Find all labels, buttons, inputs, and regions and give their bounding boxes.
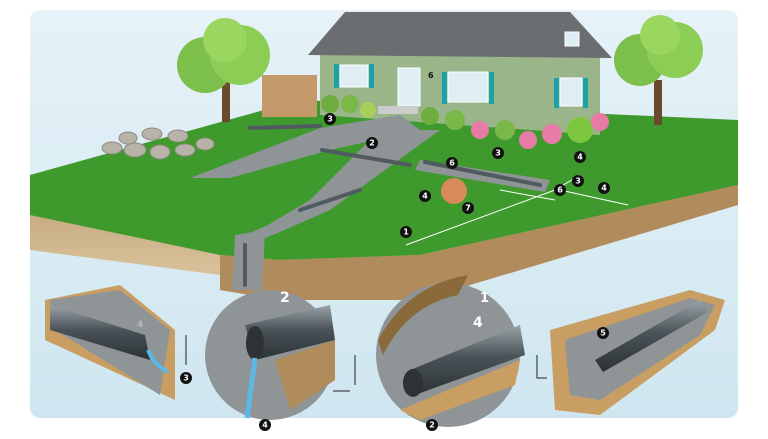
svg-text:2: 2 (429, 421, 435, 430)
inset-label: 1 (480, 291, 489, 306)
inset-2 (205, 290, 335, 420)
svg-text:3: 3 (495, 149, 501, 158)
yard-marker: 4 (574, 151, 586, 163)
tree-left (177, 18, 270, 122)
svg-text:3: 3 (327, 115, 333, 124)
inset-marker: 5 (597, 327, 609, 339)
house (308, 12, 612, 135)
yard-marker: 3 (572, 175, 584, 187)
trench-soil (220, 185, 738, 300)
house-number: 6 (428, 71, 434, 80)
svg-text:3: 3 (183, 374, 189, 383)
svg-text:7: 7 (465, 204, 471, 213)
rock-pile (101, 127, 215, 160)
arrows (185, 335, 547, 392)
inset-marker: 4 (259, 419, 271, 431)
inset-marker: 3 (180, 372, 192, 384)
svg-text:6: 6 (449, 159, 455, 168)
tree-right (614, 15, 703, 125)
yard-pipes (243, 124, 542, 287)
inset-marker: 2 (426, 419, 438, 431)
fence (262, 75, 317, 117)
yard-marker: 7 (462, 202, 474, 214)
yard-marker: 6 (446, 157, 458, 169)
inset-label: 4 (473, 315, 483, 331)
yard-marker: 2 (366, 137, 378, 149)
svg-text:2: 2 (369, 139, 375, 148)
yard-marker: 3 (492, 147, 504, 159)
inset-label: 4 (137, 320, 143, 330)
svg-text:4: 4 (422, 192, 428, 201)
shrubs (321, 95, 609, 204)
yard-marker: 1 (400, 226, 412, 238)
svg-text:5: 5 (600, 329, 606, 338)
svg-text:4: 4 (577, 153, 583, 162)
svg-text:4: 4 (262, 421, 268, 430)
svg-text:1: 1 (403, 228, 409, 237)
yard-marker: 4 (419, 190, 431, 202)
inset-4 (550, 290, 725, 415)
yard-marker: 4 (598, 182, 610, 194)
svg-text:6: 6 (557, 186, 563, 195)
inset-label: 2 (280, 290, 290, 306)
inset-3 (376, 275, 525, 427)
inset-1 (45, 285, 175, 400)
svg-text:4: 4 (601, 184, 607, 193)
yard-marker: 6 (554, 184, 566, 196)
yard-marker: 3 (324, 113, 336, 125)
svg-text:3: 3 (575, 177, 581, 186)
